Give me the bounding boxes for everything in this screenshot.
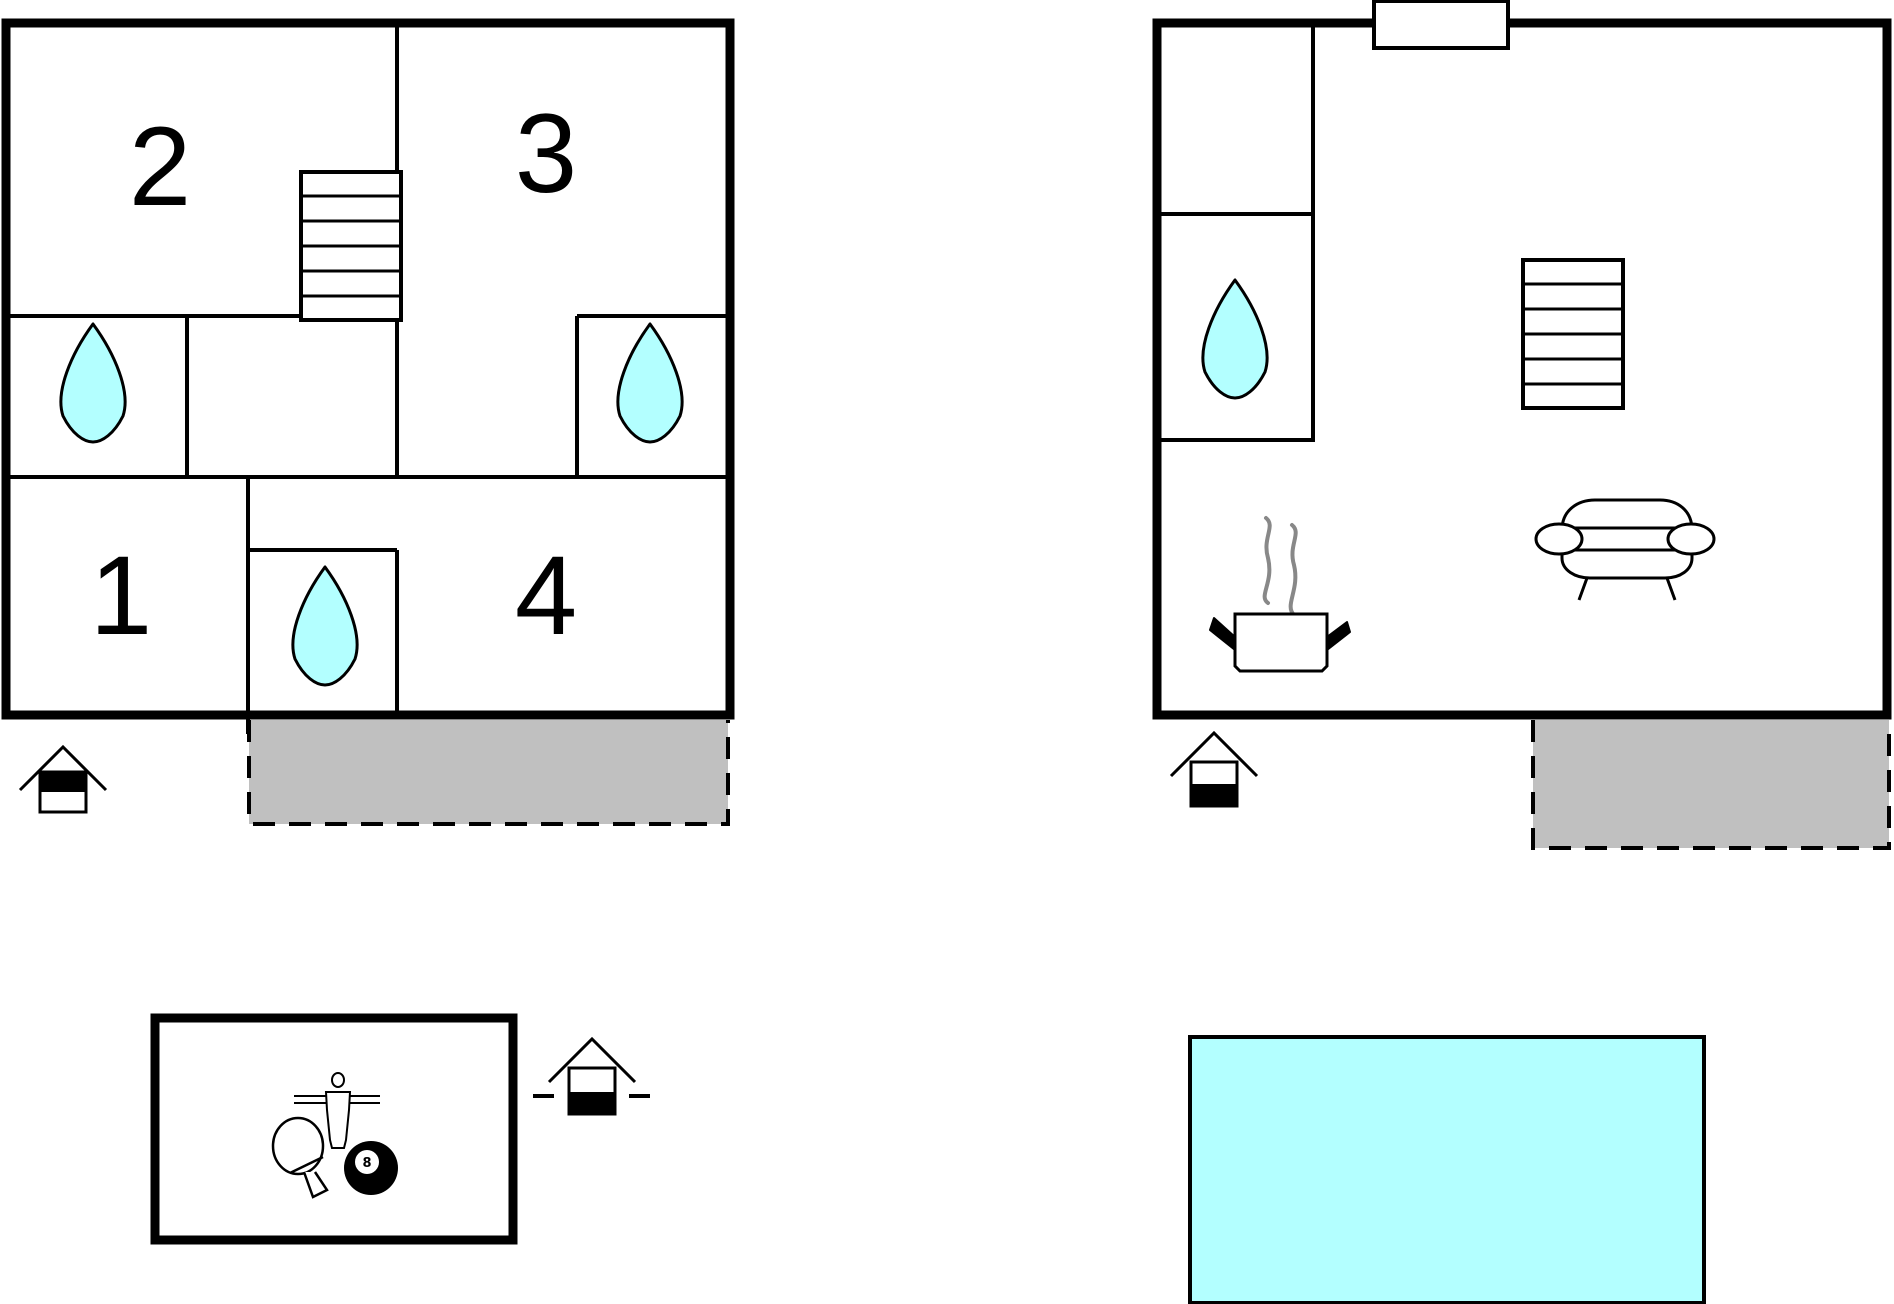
bathroom-3-water-drop-icon [291, 565, 359, 687]
billiard-ball-icon: 8 [344, 1141, 398, 1195]
bathroom-1-water-drop-icon [59, 322, 127, 444]
room-3-label: 3 [515, 91, 577, 216]
table-football-icon [294, 1072, 380, 1149]
room-4-label: 4 [515, 533, 577, 658]
upper-floor-entrance-house-icon [18, 744, 108, 814]
billiard-ball-number: 8 [362, 1156, 371, 1171]
ground-floor [1152, 0, 1892, 850]
ground-floor-bathroom-water-drop-icon [1201, 278, 1269, 400]
upper-floor-terrace [247, 720, 730, 826]
annex-wall [150, 1013, 518, 1245]
ground-floor-terrace [1531, 720, 1891, 850]
upper-floor-stairs-icon [299, 170, 403, 322]
table-tennis-icon [271, 1116, 329, 1199]
sofa-icon [1534, 498, 1716, 601]
room-1-label: 1 [90, 533, 152, 658]
ground-floor-window [1372, 0, 1510, 50]
bathroom-2-water-drop-icon [616, 322, 684, 444]
ground-floor-interior-walls [1157, 23, 1315, 442]
ground-floor-entrance-house-icon [1169, 730, 1259, 808]
games-annex: 8 [150, 1013, 650, 1245]
upper-floor-interior-walls [6, 23, 730, 734]
swimming-pool [1188, 1035, 1706, 1304]
ground-floor-outer-wall [1152, 18, 1892, 720]
annex-entrance-house-icon [533, 1036, 650, 1116]
ground-floor-stairs-icon [1521, 258, 1625, 410]
cooking-pot-icon [1209, 516, 1351, 673]
upper-floor-outer-wall [1, 18, 735, 720]
upper-floor: 2 3 1 4 [1, 18, 735, 826]
room-2-label: 2 [129, 104, 191, 229]
